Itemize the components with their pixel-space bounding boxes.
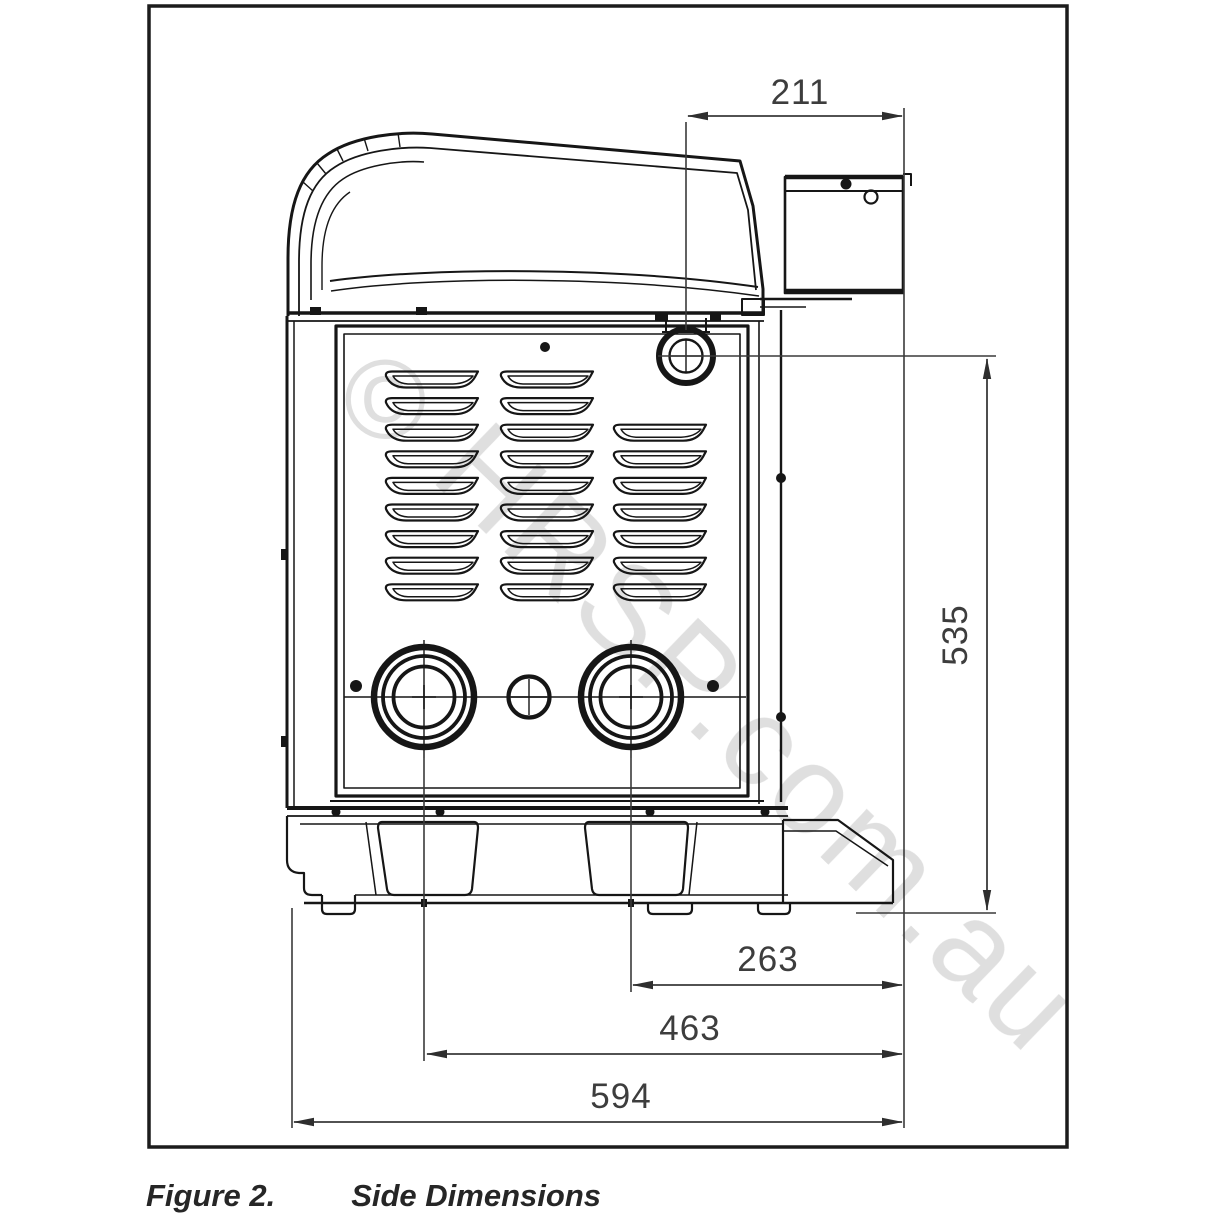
louver-slot bbox=[612, 556, 708, 575]
louver-slot-inner bbox=[392, 561, 474, 571]
port-centerlines bbox=[423, 640, 632, 758]
dim-211-label: 211 bbox=[771, 73, 830, 112]
louver-slot-inner bbox=[392, 455, 474, 465]
cabinet-top-band bbox=[287, 297, 852, 322]
dim-263-label: 263 bbox=[737, 940, 798, 979]
right-foot bbox=[756, 903, 792, 916]
side-housing bbox=[758, 310, 786, 804]
figure-caption-title: Side Dimensions bbox=[351, 1178, 601, 1213]
cowl-lamination-ticks bbox=[302, 132, 401, 192]
louver-slot-inner bbox=[507, 534, 589, 545]
louver-slot-inner bbox=[392, 401, 474, 412]
box-hole bbox=[863, 189, 879, 205]
watermark-symbol: © bbox=[344, 337, 427, 462]
panel-screw-dot bbox=[540, 342, 550, 352]
louver-slot-inner bbox=[620, 508, 702, 518]
louver-slot bbox=[384, 583, 480, 602]
drain-port bbox=[506, 674, 552, 720]
louver-slot-inner bbox=[507, 375, 589, 385]
dim-535: 535 bbox=[658, 355, 996, 914]
louver-slot bbox=[612, 583, 708, 602]
louver-slot-inner bbox=[507, 481, 589, 492]
louver-slot bbox=[612, 530, 708, 549]
louver-slot-inner bbox=[620, 455, 702, 465]
right-wedge bbox=[783, 818, 895, 903]
dimension-annotations: 211 535 263 463 bbox=[291, 73, 996, 1128]
figure-caption: Figure 2. Side Dimensions bbox=[146, 1178, 601, 1214]
skid-opening-left bbox=[376, 820, 480, 897]
louver-slot bbox=[612, 450, 708, 469]
louver-slot bbox=[499, 450, 595, 469]
louver-slot bbox=[612, 503, 708, 522]
skid-opening-right bbox=[583, 820, 690, 897]
figure-frame bbox=[147, 4, 1069, 1149]
louver-slot-inner bbox=[507, 588, 589, 598]
dim-463-label: 463 bbox=[659, 1009, 720, 1048]
watermark: © HRSP.com.au bbox=[344, 337, 1109, 1079]
louver-slot bbox=[384, 423, 480, 442]
louver-slot-inner bbox=[392, 588, 474, 598]
dim-463: 463 bbox=[423, 758, 903, 1061]
louver-slot bbox=[499, 503, 595, 522]
louver-slot-inner bbox=[507, 401, 589, 412]
louver-slot bbox=[499, 370, 595, 389]
main-panel bbox=[334, 324, 750, 798]
dim-594-label: 594 bbox=[590, 1077, 651, 1116]
dim-594: 594 bbox=[291, 908, 903, 1128]
louver-slot-inner bbox=[392, 508, 474, 518]
figure-caption-label: Figure 2. bbox=[146, 1178, 276, 1213]
louver-slot bbox=[499, 476, 595, 495]
louver-slot bbox=[612, 423, 708, 442]
louver-slot-inner bbox=[620, 534, 702, 545]
heater-side-view bbox=[281, 131, 912, 916]
louver-grid bbox=[384, 370, 708, 602]
louver-slot bbox=[384, 503, 480, 522]
control-box bbox=[783, 173, 912, 295]
louver-slot bbox=[384, 370, 480, 389]
louver-slot bbox=[384, 476, 480, 495]
louver-slot-inner bbox=[507, 455, 589, 465]
louver-slot-inner bbox=[507, 428, 589, 438]
louver-slot bbox=[384, 397, 480, 416]
louver-slot bbox=[499, 530, 595, 549]
louver-slot-inner bbox=[620, 428, 702, 438]
louver-slot bbox=[384, 556, 480, 575]
louver-slot-inner bbox=[507, 508, 589, 518]
louver-slot-inner bbox=[620, 481, 702, 492]
louver-slot bbox=[384, 450, 480, 469]
dim-535-label: 535 bbox=[936, 604, 975, 665]
louver-slot-inner bbox=[620, 588, 702, 598]
louver-slot bbox=[499, 397, 595, 416]
dim-211: 211 bbox=[685, 73, 903, 330]
top-cowl bbox=[286, 131, 765, 316]
louver-slot bbox=[499, 556, 595, 575]
dim-263: 263 bbox=[630, 758, 903, 992]
louver-slot-inner bbox=[392, 481, 474, 492]
louver-slot bbox=[499, 423, 595, 442]
louver-slot bbox=[384, 530, 480, 549]
louver-slot-inner bbox=[620, 561, 702, 571]
box-screw-dot bbox=[840, 178, 852, 190]
louver-slot bbox=[612, 476, 708, 495]
louver-slot bbox=[499, 583, 595, 602]
louver-slot-inner bbox=[392, 375, 474, 385]
left-foot bbox=[320, 895, 357, 916]
louver-slot-inner bbox=[507, 561, 589, 571]
left-post bbox=[281, 316, 295, 808]
center-foot bbox=[646, 903, 694, 916]
louver-slot-inner bbox=[392, 428, 474, 438]
louver-slot-inner bbox=[392, 534, 474, 545]
